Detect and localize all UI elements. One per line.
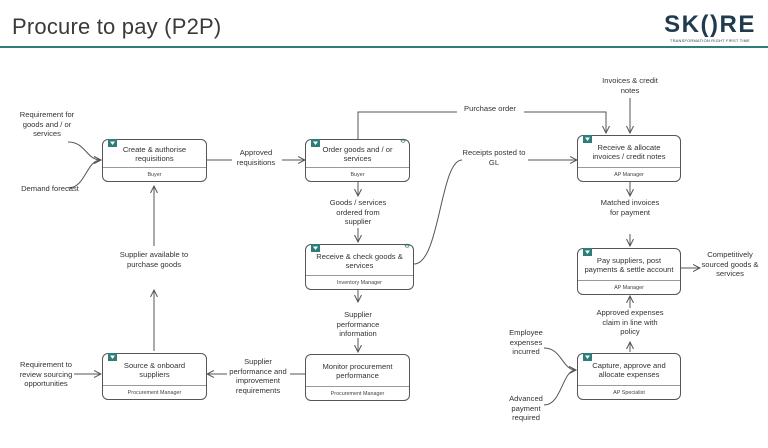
node-role: Buyer <box>306 167 409 181</box>
node-create-requisitions[interactable]: Create & authorise requisitions Buyer <box>102 139 207 182</box>
node-order-goods[interactable]: ⌀ Order goods and / or services Buyer <box>305 136 410 182</box>
node-role: Procurement Manager <box>103 385 206 399</box>
label-approved-requisitions: Approved requisitions <box>236 148 276 167</box>
node-label: Source & onboard suppliers <box>123 361 186 379</box>
task-flag-icon <box>583 135 592 143</box>
header-rule <box>0 46 768 48</box>
label-employee-expenses: Employee expenses incurred <box>509 328 543 356</box>
edge-requirement <box>67 141 101 160</box>
node-label: Capture, approve and allocate expenses <box>592 361 666 379</box>
label-supplier-available: Supplier available to purchase goods <box>119 250 189 269</box>
logo-tagline: TRANSFORMATION RIGHT FIRST TIME <box>669 38 751 43</box>
node-role: Inventory Manager <box>306 275 413 289</box>
node-label: Pay suppliers, post payments & settle ac… <box>584 256 674 274</box>
label-supplier-performance: Supplier performance information <box>336 310 380 338</box>
node-label: Receive & allocate invoices / credit not… <box>592 143 666 161</box>
node-label: Create & authorise requisitions <box>122 145 187 163</box>
task-flag-icon <box>583 248 592 256</box>
node-receive-check[interactable]: ⌀ Receive & check goods & services Inven… <box>305 241 414 290</box>
task-flag-icon <box>311 139 320 147</box>
label-demand-forecast: Demand forecast <box>21 184 79 193</box>
node-label: Monitor procurement performance <box>322 362 393 380</box>
task-flag-icon <box>108 139 117 147</box>
node-role: AP Manager <box>578 167 680 181</box>
node-label: Receive & check goods & services <box>316 252 403 270</box>
node-role: Buyer <box>103 167 206 181</box>
label-competitively-sourced: Competitively sourced goods & services <box>701 250 759 278</box>
label-matched-invoices: Matched invoices for payment <box>600 198 660 217</box>
label-goods-ordered: Goods / services ordered from supplier <box>329 198 387 226</box>
label-receipts-posted: Receipts posted to GL <box>462 148 526 167</box>
edge-purchase-order-2 <box>524 111 606 133</box>
node-receive-invoices[interactable]: Receive & allocate invoices / credit not… <box>577 135 681 182</box>
label-supplier-improvement: Supplier performance and improvement req… <box>229 357 287 395</box>
label-advanced-payment: Advanced payment required <box>509 394 543 422</box>
skore-logo: SK()RE TRANSFORMATION RIGHT FIRST TIME <box>664 11 756 44</box>
page-title: Procure to pay (P2P) <box>12 14 222 39</box>
node-label: Order goods and / or services <box>322 145 393 163</box>
edge-advanced <box>543 370 576 406</box>
node-role: AP Specialist <box>578 385 680 399</box>
edge-receipts <box>413 159 463 265</box>
node-pay-suppliers[interactable]: Pay suppliers, post payments & settle ac… <box>577 248 681 295</box>
task-flag-icon <box>108 353 117 361</box>
label-purchase-order: Purchase order <box>464 104 516 113</box>
edge-purchase-order <box>357 111 457 139</box>
label-approved-expenses: Approved expenses claim in line with pol… <box>596 308 664 336</box>
edge-demand <box>67 160 101 189</box>
task-flag-icon <box>311 244 320 252</box>
label-invoices-credit: Invoices & credit notes <box>602 76 658 95</box>
node-capture-expenses[interactable]: Capture, approve and allocate expenses A… <box>577 353 681 400</box>
node-role: AP Manager <box>578 280 680 294</box>
node-monitor-performance[interactable]: Monitor procurement performance Procurem… <box>305 354 410 401</box>
node-source-suppliers[interactable]: Source & onboard suppliers Procurement M… <box>102 353 207 400</box>
task-flag-icon <box>583 353 592 361</box>
node-role: Procurement Manager <box>306 386 409 400</box>
logo-word: SK()RE <box>664 11 756 38</box>
label-requirement: Requirement for goods and / or services <box>19 110 75 138</box>
label-review-sourcing: Requirement to review sourcing opportuni… <box>19 360 73 388</box>
